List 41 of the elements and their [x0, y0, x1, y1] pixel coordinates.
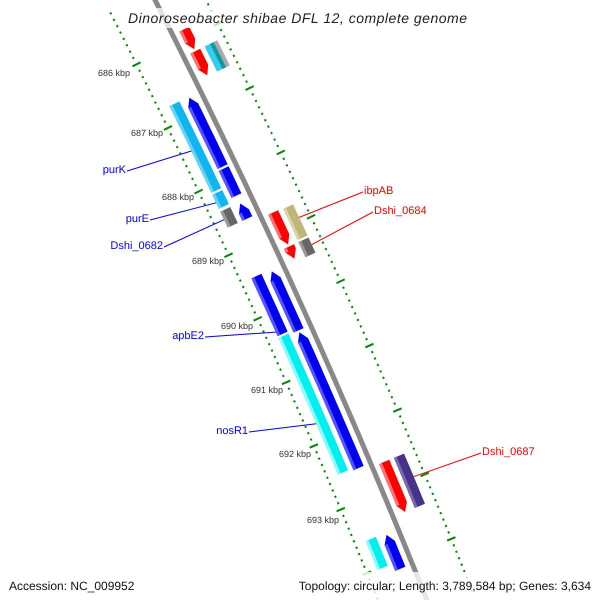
- leader-line: [413, 452, 482, 478]
- gene-label: Dshi_0684: [374, 203, 427, 219]
- leader-line: [298, 192, 364, 218]
- leader-line: [204, 332, 276, 338]
- leader-line: [248, 423, 317, 432]
- gene-label: Dshi_0687: [482, 444, 535, 460]
- pointed-gene-block: [190, 48, 208, 76]
- pointed-gene-block: [239, 204, 252, 221]
- genome-stats-text: Topology: circular; Length: 3,789,584 bp; Genes: 3,634: [298, 578, 591, 595]
- gene-bar: [204, 40, 230, 72]
- scale-label: 686 kbp: [98, 67, 130, 79]
- pointed-gene-block: [284, 244, 296, 259]
- accession-text: Accession: NC_009952: [9, 578, 134, 595]
- gene-label: apbE2: [172, 328, 204, 344]
- gene-bar: [212, 190, 229, 209]
- leader-line: [311, 212, 374, 246]
- scale-label: 693 kbp: [306, 514, 339, 526]
- gene-label: ibpAB: [364, 183, 394, 199]
- pointed-gene-block: [268, 210, 290, 244]
- pointed-gene-block: [384, 534, 406, 571]
- scale-label: 692 kbp: [278, 448, 311, 460]
- gene-bar: [220, 207, 238, 228]
- leader-line: [150, 202, 217, 220]
- leader-line: [126, 150, 192, 172]
- gene-bar: [366, 536, 388, 570]
- scale-label: 687 kbp: [130, 127, 163, 139]
- scale-label: 691 kbp: [250, 384, 283, 396]
- gene-bar: [394, 454, 425, 508]
- gene-bar: [218, 166, 242, 198]
- pointed-gene-block: [298, 332, 364, 470]
- gene-label: purE: [126, 211, 149, 227]
- gene-label: Dshi_0682: [110, 238, 163, 254]
- pointed-gene-block: [188, 98, 228, 169]
- gene-bar: [298, 238, 316, 258]
- gene-label: nosR1: [216, 423, 248, 439]
- scale-label: 689 kbp: [192, 255, 224, 267]
- leader-line: [164, 219, 225, 248]
- gene-label: purK: [102, 162, 126, 178]
- pointed-gene-block: [270, 271, 304, 333]
- scale-label: 688 kbp: [162, 191, 194, 203]
- scale-label: 690 kbp: [220, 320, 253, 332]
